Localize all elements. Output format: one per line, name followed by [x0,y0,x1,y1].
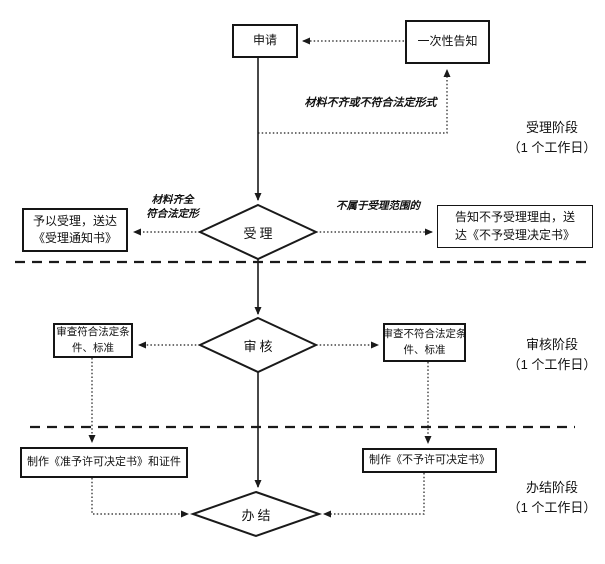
stage-label-review-duration: （1 个工作日） [507,357,597,373]
stage-label-review: 审核阶段 （1 个工作日） [498,335,605,375]
stage-label-accept: 受理阶段 （1 个工作日） [498,118,605,158]
diamond-finish [189,490,323,538]
node-accept-no-line2: 达《不予受理决定书》 [454,227,575,242]
node-review-yes: 审查符合法定条 件、标准 [53,323,133,358]
edge-make-denial-to-finish [323,473,425,518]
diamond-accept-label: 受理 [243,225,276,241]
edge-make-permit-to-finish [91,478,189,518]
node-accept-no-line1: 告知不予受理理由，送 [454,210,575,225]
node-make-denial: 制作《不予许可决定书》 [362,448,497,473]
node-accept-no: 告知不予受理理由，送 达《不予受理决定书》 [437,205,593,248]
stage-label-review-name: 审核阶段 [525,337,578,352]
diamond-review [197,316,319,374]
node-review-yes-line1: 审查符合法定条 [56,326,130,339]
node-one-time-notice-label: 一次性告知 [417,34,478,49]
edge-label-materials-ok-line2: 符合法定形 [146,209,199,221]
node-make-permit: 制作《准予许可决定书》和证件 [20,447,188,478]
diamond-review-label: 审核 [243,338,276,354]
stage-label-accept-name: 受理阶段 [525,120,578,135]
diamond-accept [197,203,319,261]
edge-incomplete-feedback-to-notice [258,69,451,134]
edge-label-not-in-scope: 不属于受理范围的 [336,201,420,212]
node-accept-yes: 予以受理，送达 《受理通知书》 [22,208,128,252]
node-review-no: 审查不符合法定条 件、标准 [382,323,467,362]
node-accept-yes-line1: 予以受理，送达 [32,213,117,228]
edge-label-materials-ok: 材料齐全 符合法定形 [130,194,215,222]
node-make-permit-label: 制作《准予许可决定书》和证件 [27,455,181,468]
node-review-yes-line2: 件、标准 [72,341,114,354]
diamond-finish-label: 办结 [241,507,274,523]
stage-label-finish: 办结阶段 （1 个工作日） [498,478,605,518]
stage-label-finish-duration: （1 个工作日） [507,500,597,516]
stage-label-finish-name: 办结阶段 [525,480,578,495]
edge-label-materials-ok-line1: 材料齐全 [151,195,194,206]
node-one-time-notice: 一次性告知 [405,20,490,64]
edge-label-materials-incomplete: 材料不齐或不符合法定形式 [304,97,437,109]
node-apply: 申请 [232,24,298,58]
node-review-no-line2: 件、标准 [403,343,446,356]
node-accept-yes-line2: 《受理通知书》 [32,231,117,245]
node-apply-label: 申请 [252,33,277,48]
node-make-denial-label: 制作《不予许可决定书》 [369,453,490,466]
node-review-no-line1: 审查不符合法定条 [382,328,467,341]
stage-label-accept-duration: （1 个工作日） [507,140,597,156]
